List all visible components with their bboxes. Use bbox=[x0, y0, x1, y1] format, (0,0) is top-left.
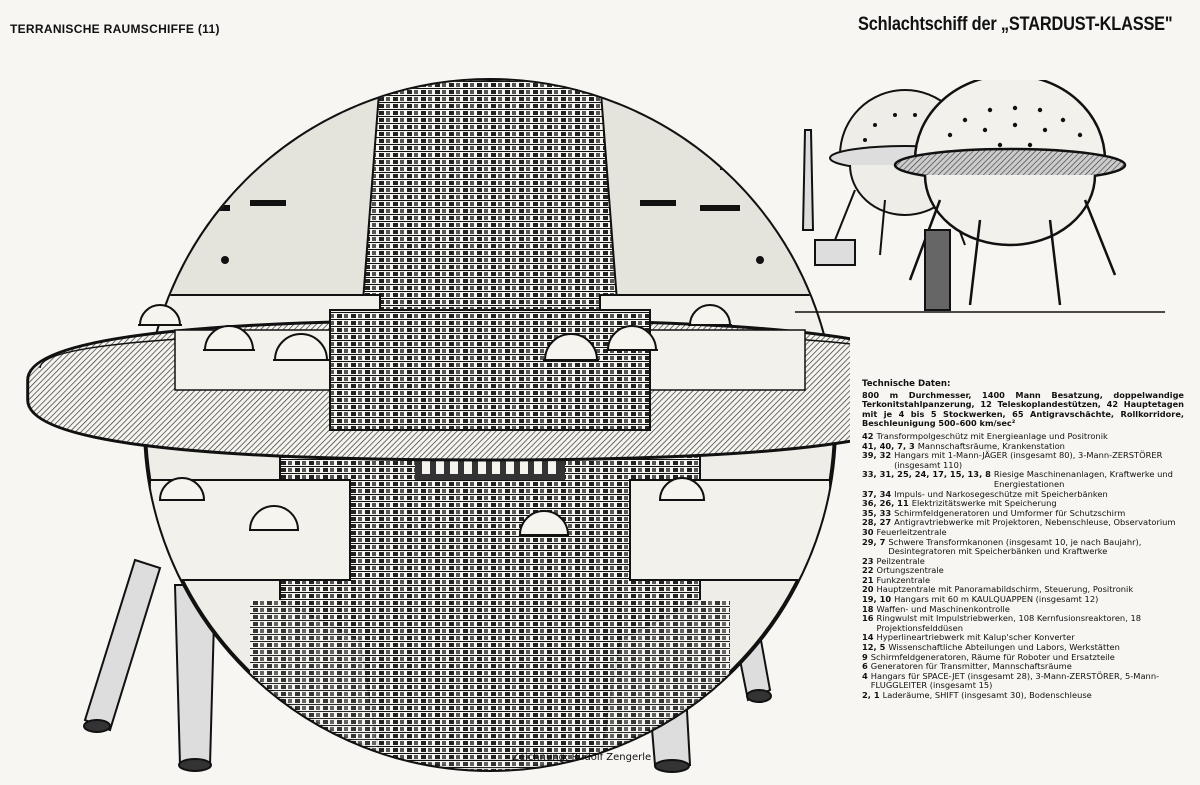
exterior-view bbox=[795, 80, 1165, 313]
legend-number: 2, 1 bbox=[862, 690, 880, 700]
legend-number: 33, 31, 25, 24, 17, 15, 13, 8 bbox=[862, 469, 991, 480]
legend-number: 14 bbox=[862, 632, 874, 643]
legend-number: 28, 27 bbox=[862, 517, 892, 528]
legend-number: 20 bbox=[862, 584, 874, 595]
legend-description: Elektrizitätswerke mit Speicherung bbox=[911, 498, 1057, 509]
spec-title: Technische Daten: bbox=[862, 379, 951, 389]
legend-description: Ortungszentrale bbox=[876, 565, 944, 576]
legend-number: 29, 7 bbox=[862, 536, 886, 547]
legend-number: 23 bbox=[862, 555, 874, 566]
spec-summary: 800 m Durchmesser, 1400 Mann Besatzung, … bbox=[862, 389, 1184, 429]
legend-number: 16 bbox=[862, 613, 874, 624]
legend-number: 42 bbox=[862, 430, 874, 441]
legend-number: 41, 40, 7, 3 bbox=[862, 440, 915, 451]
legend-number: 36, 26, 11 bbox=[862, 498, 909, 509]
legend-description: Funkzentrale bbox=[876, 574, 931, 585]
technical-data: Technische Daten: 800 m Durchmesser, 140… bbox=[862, 379, 1184, 701]
ship-title: Schlachtschiff der „STARDUST-KLASSE" bbox=[858, 14, 1173, 35]
legend-description: Schirmfeldgeneratoren und Umformer für S… bbox=[894, 507, 1126, 518]
legend-description: Transformpolgeschütz mit Energieanlage u… bbox=[876, 430, 1108, 441]
legend-description: Hangars mit 1-Mann-JÄGER (insgesamt 80),… bbox=[894, 450, 1163, 470]
legend-description: Hangars mit 60 m KAULQUAPPEN (insgesamt … bbox=[894, 594, 1099, 605]
legend-description: Schwere Transformkanonen (insgesamt 10, … bbox=[888, 536, 1142, 557]
legend-number: 4 bbox=[862, 670, 868, 681]
legend-description: Impuls- und Narkosegeschütze mit Speiche… bbox=[894, 488, 1108, 499]
legend-description: Laderäume, SHIFT (insgesamt 30), Bodensc… bbox=[882, 690, 1092, 700]
legend-description: Mannschaftsräume, Krankenstation bbox=[917, 440, 1065, 451]
legend-number: 9 bbox=[862, 651, 868, 662]
legend-description: Antigravtriebwerke mit Projektoren, Nebe… bbox=[894, 517, 1176, 528]
legend-number: 19, 10 bbox=[862, 594, 892, 605]
ring-bulge bbox=[26, 309, 850, 462]
series-title: TERRANISCHE RAUMSCHIFFE (11) bbox=[10, 22, 220, 36]
legend-description: Hyperlineartriebwerk mit Kalup'scher Kon… bbox=[876, 632, 1075, 643]
legend-description: Peilzentrale bbox=[876, 555, 925, 566]
legend-number: 21 bbox=[862, 574, 874, 585]
legend-number: 18 bbox=[862, 603, 874, 614]
legend-description: Hauptzentrale mit Panoramabildschirm, St… bbox=[876, 584, 1134, 595]
legend-description: Schirmfeldgeneratoren, Räume für Roboter… bbox=[870, 651, 1115, 662]
legend-description: Hangars für SPACE-JET (insgesamt 28), 3-… bbox=[870, 670, 1160, 691]
legend-number: 35, 33 bbox=[862, 507, 892, 518]
hangar-craft bbox=[138, 304, 732, 536]
legend-number: 22 bbox=[862, 565, 874, 576]
legend-number: 6 bbox=[862, 661, 868, 672]
legend-description: Feuerleitzentrale bbox=[876, 526, 947, 537]
illustration-credit: Zeichnung: Rudolf Zengerle bbox=[512, 752, 652, 763]
legend-description: Wissenschaftliche Abteilungen und Labors… bbox=[888, 642, 1120, 653]
legend-number: 39, 32 bbox=[862, 450, 892, 461]
legend-description: Riesige Maschinenanlagen, Kraftwerke und… bbox=[993, 469, 1173, 489]
legend-description: Waffen- und Maschinenkontrolle bbox=[876, 603, 1010, 614]
legend-number: 12, 5 bbox=[862, 642, 886, 653]
legend-number: 30 bbox=[862, 526, 874, 537]
legend-number: 37, 34 bbox=[862, 488, 892, 499]
cutaway-illustration bbox=[26, 78, 850, 773]
legend-description: Generatoren für Transmitter, Mannschafts… bbox=[870, 661, 1072, 672]
legend-description: Ringwulst mit Impulstriebwerken, 108 Ker… bbox=[876, 613, 1142, 633]
